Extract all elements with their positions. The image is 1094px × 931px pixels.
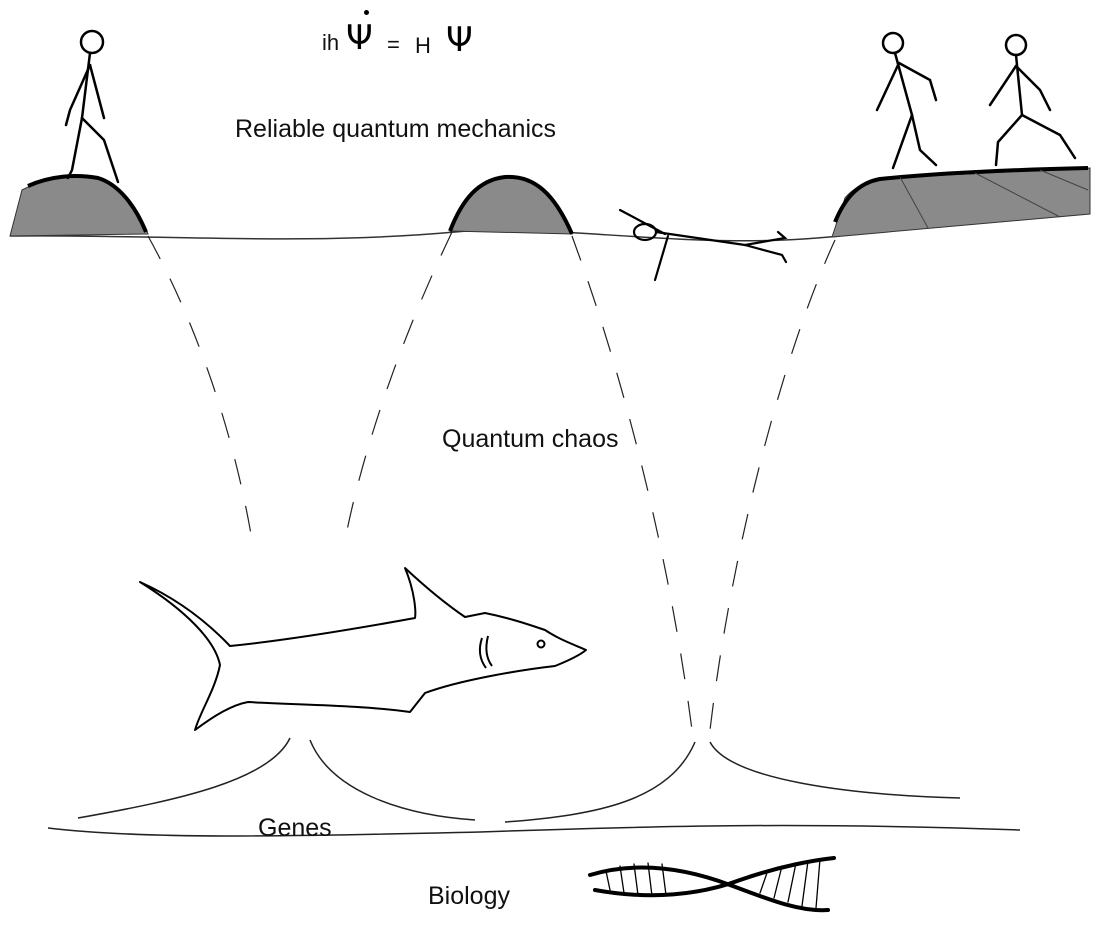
label-quantum-chaos: Quantum chaos	[442, 425, 619, 454]
time-derivative-dot	[364, 10, 369, 15]
psi-symbol: Ψ	[446, 20, 473, 60]
stick-figure-left	[66, 31, 118, 182]
shark-drawing	[140, 568, 586, 730]
island-right	[832, 168, 1090, 237]
equation-prefix: ih	[322, 30, 339, 56]
psi-dot-symbol: Ψ	[346, 18, 373, 58]
stick-figure-swimmer	[620, 210, 786, 280]
chaos-dashed-lines	[148, 232, 835, 730]
genes-curves	[48, 738, 1020, 836]
label-reliable-qm: Reliable quantum mechanics	[235, 115, 556, 144]
dna-helix	[590, 858, 834, 910]
equation-equals: =	[387, 32, 400, 58]
label-genes: Genes	[258, 814, 332, 843]
label-biology: Biology	[428, 882, 510, 911]
hamiltonian-symbol: H	[415, 33, 431, 59]
island-middle	[450, 177, 572, 234]
stick-figures-right	[877, 33, 1075, 168]
